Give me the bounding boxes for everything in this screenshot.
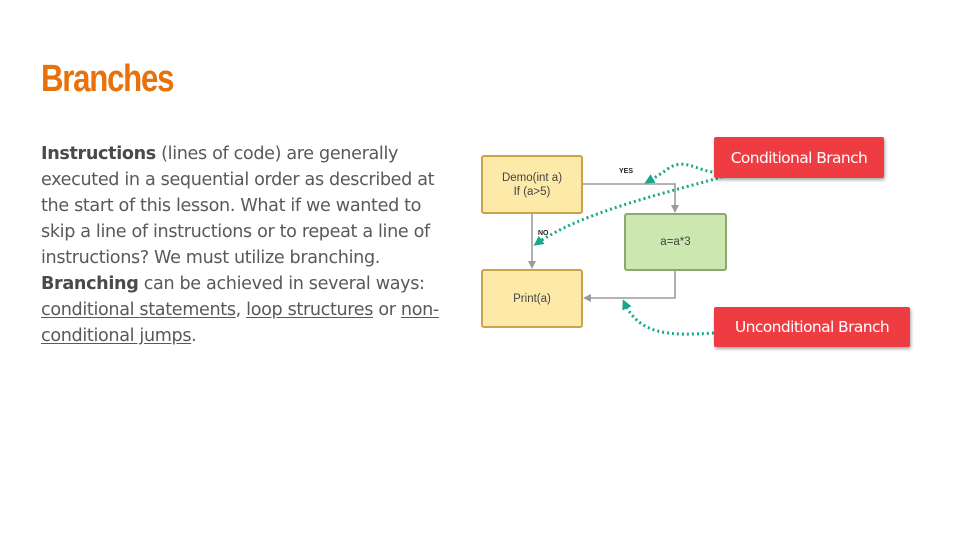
link-loop-structures[interactable]: loop structures (246, 300, 374, 320)
separator-or: or (373, 300, 401, 320)
yes-label: YES (619, 168, 634, 175)
unconditional-branch-tag: Unconditional Branch (714, 307, 910, 347)
body-end-period: . (191, 326, 197, 346)
body-text-2: can be achieved in several ways: (138, 274, 425, 294)
slide-title: Branches (41, 58, 174, 100)
no-label: NO (538, 230, 549, 237)
link-conditional-statements[interactable]: conditional statements (41, 300, 236, 320)
separator-comma: , (235, 300, 247, 320)
yes-arrow (583, 183, 679, 213)
multiply-box: a=a*3 (624, 213, 727, 271)
term-branching: Branching (41, 274, 139, 294)
conditional-dotted-arrow-yes (644, 162, 733, 184)
demo-function-box: Demo(int a) If (a>5) (481, 155, 583, 214)
link-non-conditional-jumps[interactable]: non-conditional jumps (41, 300, 439, 346)
print-box: Print(a) (481, 269, 583, 328)
diagram-arrows (528, 162, 733, 336)
conditional-dotted-arrow-no (533, 172, 733, 246)
branch-flow-diagram: Demo(int a) If (a>5) a=a*3 Print(a) YES … (474, 130, 924, 360)
return-arrow (583, 271, 676, 302)
conditional-branch-tag: Conditional Branch (714, 137, 884, 178)
term-instructions: Instructions (41, 144, 156, 164)
unconditional-dotted-arrow (622, 299, 715, 336)
body-paragraph: Instructions (lines of code) are general… (41, 141, 446, 349)
body-text-1: (lines of code) are generally executed i… (41, 144, 435, 268)
